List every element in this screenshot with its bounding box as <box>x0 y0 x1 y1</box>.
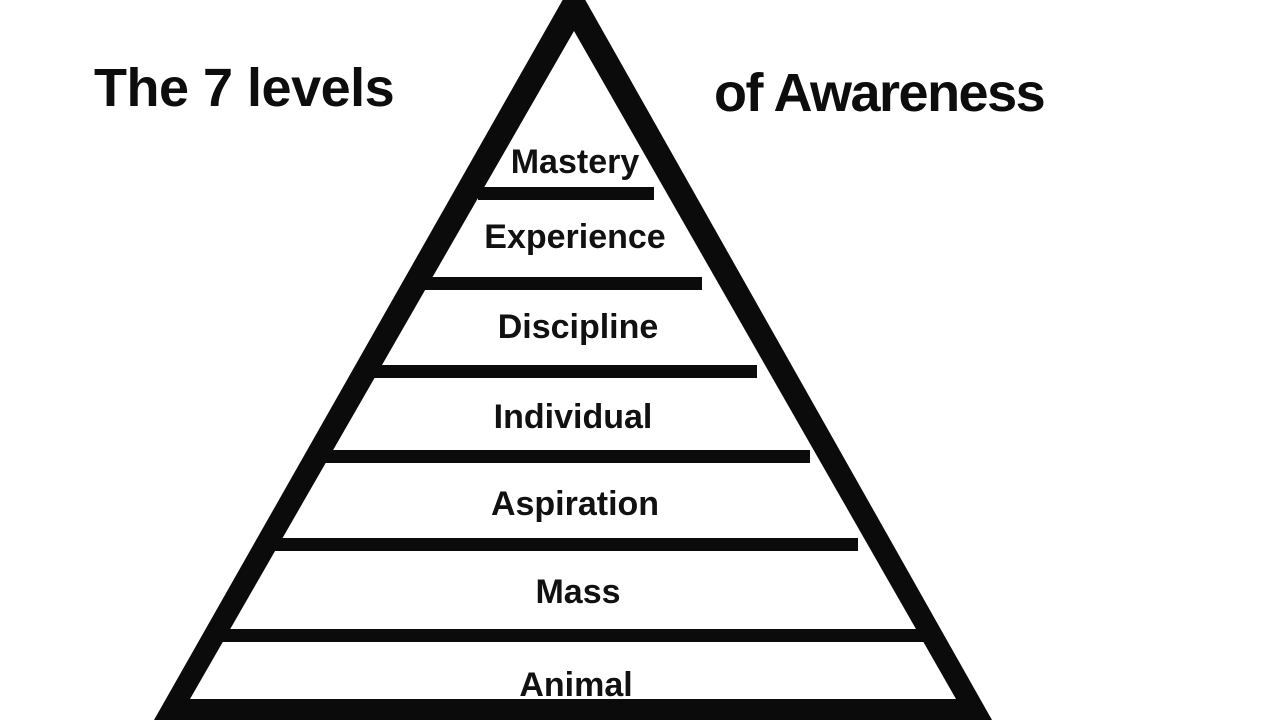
level-divider-2 <box>424 277 702 290</box>
level-label-individual: Individual <box>494 398 653 436</box>
level-divider-3 <box>371 365 757 378</box>
level-label-aspiration: Aspiration <box>491 485 659 523</box>
level-label-animal: Animal <box>519 666 632 704</box>
level-divider-4 <box>325 450 810 463</box>
level-label-mastery: Mastery <box>511 143 640 181</box>
level-label-experience: Experience <box>484 218 665 256</box>
level-label-mass: Mass <box>535 573 620 611</box>
level-divider-1 <box>478 187 654 200</box>
level-label-discipline: Discipline <box>498 308 659 346</box>
level-divider-5 <box>272 538 858 551</box>
title-left: The 7 levels <box>94 58 395 118</box>
title-right: of Awareness <box>714 63 1046 123</box>
level-divider-6 <box>219 629 924 642</box>
